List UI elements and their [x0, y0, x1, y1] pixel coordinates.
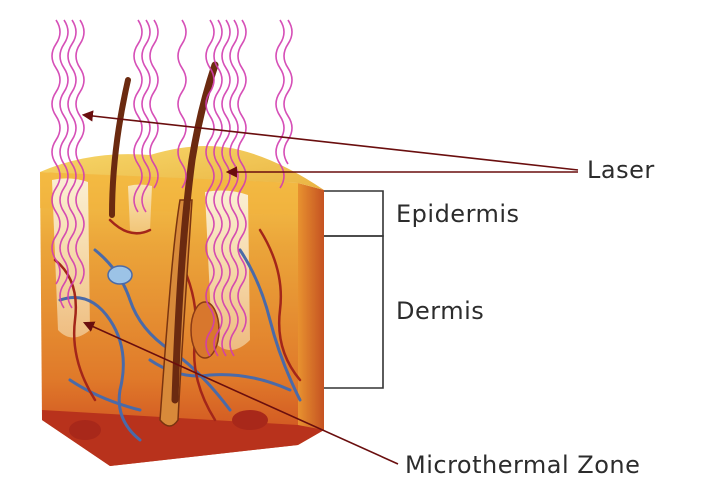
- epidermis-label: Epidermis: [396, 200, 520, 228]
- epidermis-bracket: [324, 191, 383, 236]
- dermis-bracket: [324, 236, 383, 388]
- fat-lobule: [69, 420, 101, 440]
- microthermal-column: [128, 185, 152, 234]
- nerve-ending: [108, 266, 132, 284]
- laser-label: Laser: [587, 156, 655, 184]
- fat-lobule: [232, 410, 268, 430]
- layer-brackets: [324, 191, 383, 388]
- skin-side-face: [298, 183, 324, 445]
- microthermal-zone-label: Microthermal Zone: [405, 451, 640, 479]
- dermis-label: Dermis: [396, 297, 484, 325]
